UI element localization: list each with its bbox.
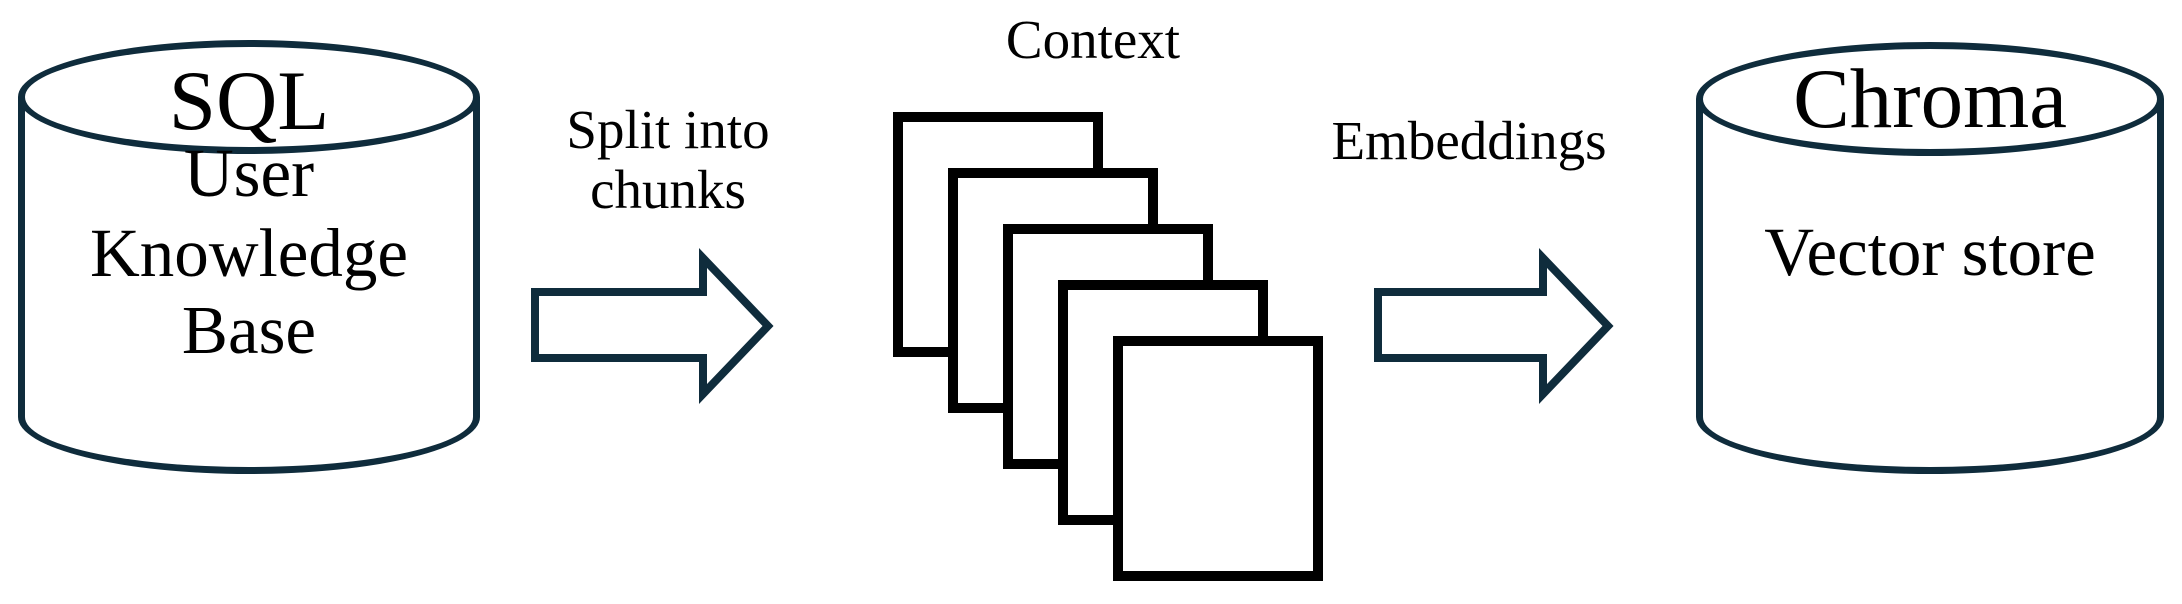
sql-database-name-line-1: User bbox=[183, 135, 315, 211]
split-label-line-2: chunks bbox=[590, 159, 746, 220]
embeddings-flow-arrow-icon bbox=[1374, 248, 1614, 404]
sql-database-cylinder-body bbox=[18, 97, 480, 474]
sql-database-cylinder-top-ellipse bbox=[18, 40, 480, 154]
chroma-database-cylinder-body bbox=[1696, 99, 2164, 474]
context-label: Context bbox=[1005, 9, 1181, 70]
sql-database-name-line-3: Base bbox=[181, 292, 317, 368]
split-flow-arrow-icon bbox=[531, 248, 774, 404]
sql-database-name-line-2: Knowledge bbox=[89, 215, 409, 291]
sql-database-title: SQL bbox=[168, 54, 330, 148]
split-label-line-1: Split into bbox=[566, 99, 770, 160]
split-into-chunks-label: Split into chunks bbox=[518, 100, 818, 220]
chroma-database-title: Chroma bbox=[1793, 52, 2067, 146]
chroma-database-name: Vector store bbox=[1764, 214, 2096, 290]
chroma-database-cylinder-top-ellipse bbox=[1696, 42, 2164, 156]
embeddings-label: Embeddings bbox=[1331, 110, 1607, 171]
chunk-page bbox=[1113, 336, 1323, 581]
